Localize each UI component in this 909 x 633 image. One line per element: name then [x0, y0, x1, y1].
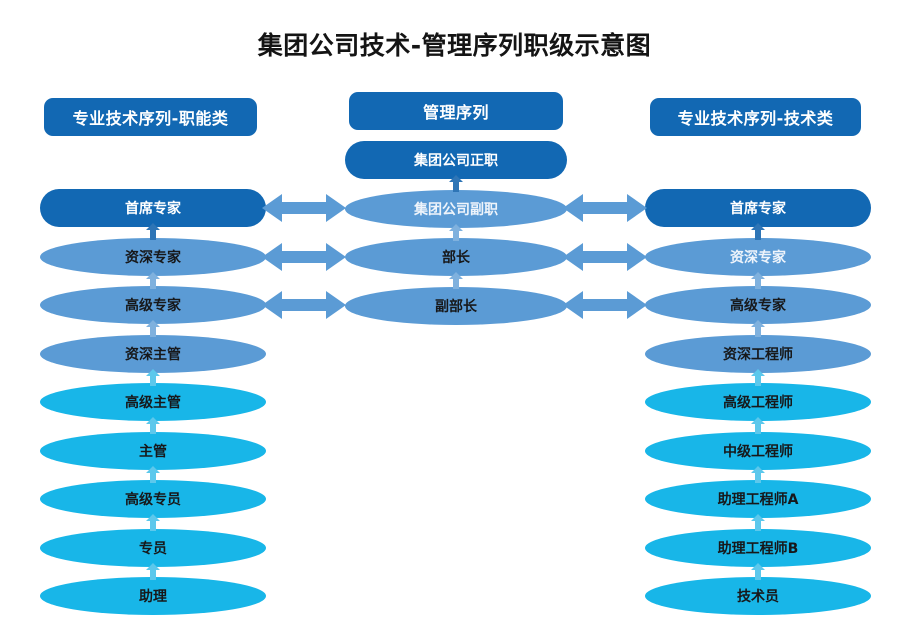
node-technical-7[interactable]: 助理工程师A [645, 480, 871, 518]
cross-link-left-center-3 [262, 288, 346, 322]
node-functional-6[interactable]: 主管 [40, 431, 266, 470]
node-functional-9[interactable]: 助理 [40, 577, 266, 615]
column-header-management: 管理序列 [349, 92, 563, 130]
node-management-2[interactable]: 集团公司副职 [345, 189, 567, 228]
node-functional-2[interactable]: 资深专家 [40, 237, 266, 276]
node-management-4[interactable]: 副部长 [345, 286, 567, 325]
node-technical-2[interactable]: 资深专家 [645, 237, 871, 276]
node-functional-7[interactable]: 高级专员 [40, 480, 266, 518]
node-management-3[interactable]: 部长 [345, 238, 567, 276]
node-technical-5[interactable]: 高级工程师 [645, 383, 871, 421]
node-technical-9[interactable]: 技术员 [645, 577, 871, 615]
node-technical-4[interactable]: 资深工程师 [645, 334, 871, 373]
node-technical-8[interactable]: 助理工程师B [645, 528, 871, 567]
node-functional-8[interactable]: 专员 [40, 528, 266, 567]
cross-link-left-center-2 [262, 240, 346, 274]
node-functional-5[interactable]: 高级主管 [40, 383, 266, 421]
node-functional-3[interactable]: 高级专家 [40, 286, 266, 324]
node-functional-1[interactable]: 首席专家 [40, 189, 266, 227]
cross-link-center-right-1 [563, 191, 647, 225]
node-management-1[interactable]: 集团公司正职 [345, 141, 567, 179]
column-header-technical: 专业技术序列-技术类 [650, 98, 861, 136]
node-technical-6[interactable]: 中级工程师 [645, 431, 871, 470]
cross-link-center-right-3 [563, 288, 647, 322]
node-functional-4[interactable]: 资深主管 [40, 334, 266, 373]
node-technical-3[interactable]: 高级专家 [645, 286, 871, 324]
cross-link-left-center-1 [262, 191, 346, 225]
page-title: 集团公司技术-管理序列职级示意图 [257, 31, 652, 60]
cross-link-center-right-2 [563, 240, 647, 274]
column-header-functional: 专业技术序列-职能类 [44, 98, 257, 136]
node-technical-1[interactable]: 首席专家 [645, 189, 871, 227]
